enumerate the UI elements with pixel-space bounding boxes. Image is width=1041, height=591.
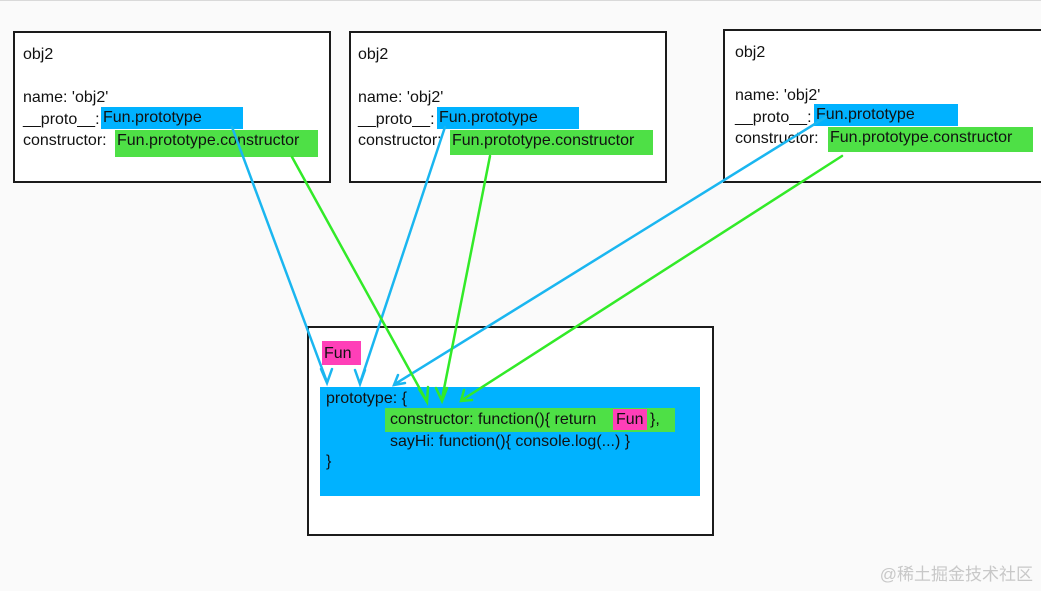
object-3-proto-label: __proto__: xyxy=(735,109,812,126)
object-3-constructor-label: constructor: xyxy=(735,130,819,147)
object-2-title: obj2 xyxy=(358,46,389,63)
constructor-return-value: Fun xyxy=(616,411,644,428)
prototype-open: prototype: { xyxy=(326,390,407,407)
object-1-proto-value: Fun.prototype xyxy=(101,107,243,129)
prototype-close: } xyxy=(326,453,332,470)
object-1-constructor-label: constructor: xyxy=(23,132,107,149)
object-2-name-line: name: 'obj2' xyxy=(358,89,444,106)
object-1-constructor-value: Fun.prototype.constructor xyxy=(115,130,318,157)
constructor-suffix: }, xyxy=(650,411,660,428)
object-2-proto-label: __proto__: xyxy=(358,111,435,128)
object-1-name-line: name: 'obj2' xyxy=(23,89,109,106)
return-fun-highlight xyxy=(613,409,647,430)
fun-title: Fun xyxy=(322,341,361,365)
object-3-constructor-value: Fun.prototype.constructor xyxy=(828,127,1033,152)
object-1-proto-label: __proto__: xyxy=(23,111,100,128)
object-1-title: obj2 xyxy=(23,46,54,63)
watermark: @稀土掘金技术社区 xyxy=(879,565,1033,584)
object-2-constructor-value: Fun.prototype.constructor xyxy=(450,130,653,155)
constructor-prefix: constructor: function(){ return xyxy=(390,411,597,428)
object-2-proto-value: Fun.prototype xyxy=(437,107,579,129)
object-3-proto-value: Fun.prototype xyxy=(814,104,958,126)
object-2-constructor-label: constructor: xyxy=(358,132,442,149)
object-3-name-line: name: 'obj2' xyxy=(735,87,821,104)
top-divider xyxy=(0,0,1041,1)
sayhi-line: sayHi: function(){ console.log(...) } xyxy=(390,433,631,450)
object-3-title: obj2 xyxy=(735,44,766,61)
